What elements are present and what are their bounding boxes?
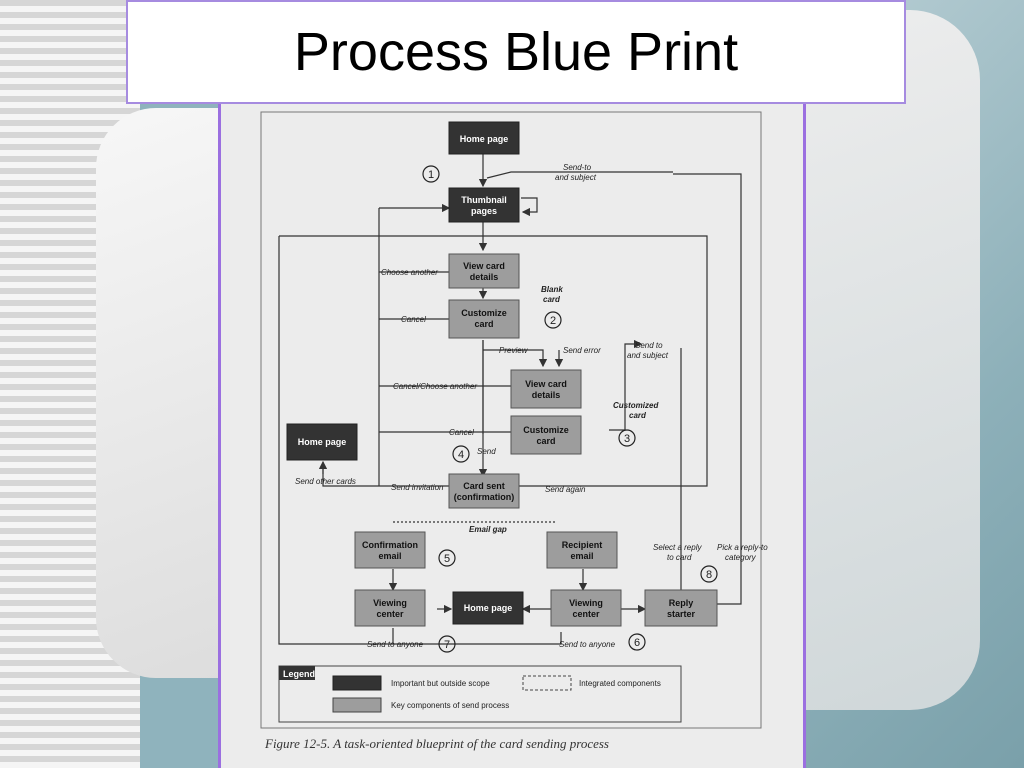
box-customize-card: Customize card <box>448 299 520 339</box>
step-number-3: 3 <box>618 429 636 447</box>
svg-text:1: 1 <box>428 169 434 181</box>
label-send-error: Send error <box>563 346 601 355</box>
step-number-8: 8 <box>700 565 718 583</box>
box-viewing-center-right: Viewing center <box>550 589 622 627</box>
label-customized-card: card <box>629 411 647 420</box>
figure-caption: Figure 12-5. A task-oriented blueprint o… <box>265 736 609 751</box>
slide-title: Process Blue Print <box>293 22 739 82</box>
svg-text:View card: View card <box>463 261 505 271</box>
svg-text:Home page: Home page <box>464 603 513 613</box>
label-send-to: Send-to <box>563 163 592 172</box>
box-confirmation-email: Confirmation email <box>354 531 426 569</box>
diagram-labels: Send-to and subject Choose another Blank… <box>295 163 768 649</box>
box-customize-card-2: Customize card <box>510 415 582 455</box>
label-send: Send <box>477 447 496 456</box>
label-and-subject-2: and subject <box>627 351 669 360</box>
legend-outside-scope: Important but outside scope <box>391 679 490 688</box>
step-number-1: 1 <box>422 165 440 183</box>
svg-text:Card sent: Card sent <box>463 481 505 491</box>
legend-integrated: Integrated components <box>579 679 661 688</box>
svg-text:starter: starter <box>667 609 696 619</box>
svg-text:(confirmation): (confirmation) <box>454 492 515 502</box>
svg-text:details: details <box>532 390 561 400</box>
svg-text:Home page: Home page <box>298 437 347 447</box>
svg-text:Customize: Customize <box>461 308 507 318</box>
svg-text:Confirmation: Confirmation <box>362 540 418 550</box>
step-number-6: 6 <box>628 633 646 651</box>
legend-dark-swatch <box>332 675 382 691</box>
label-blank-card-2: card <box>543 295 561 304</box>
label-cancel-2: Cancel <box>449 428 474 437</box>
box-home-page-left: Home page <box>286 423 358 461</box>
label-cancel: Cancel <box>401 315 426 324</box>
legend-dashed-swatch <box>522 675 572 691</box>
svg-text:Viewing: Viewing <box>373 598 407 608</box>
svg-text:View card: View card <box>525 379 567 389</box>
svg-text:pages: pages <box>471 206 497 216</box>
svg-text:6: 6 <box>634 637 640 649</box>
figure-frame <box>260 111 762 729</box>
svg-text:Thumbnail: Thumbnail <box>461 195 507 205</box>
label-send-anyone-1: Send to anyone <box>367 640 424 649</box>
svg-text:email: email <box>378 551 401 561</box>
label-select-reply: Select a reply <box>653 543 702 552</box>
blueprint-figure: Home page Thumbnail pages View card deta… <box>218 104 806 768</box>
blueprint-diagram: Home page Thumbnail pages View card deta… <box>260 111 768 729</box>
svg-text:8: 8 <box>706 569 712 581</box>
svg-text:7: 7 <box>444 639 450 651</box>
label-customized: Customized <box>613 401 659 410</box>
svg-text:email: email <box>570 551 593 561</box>
label-choose-another: Choose another <box>381 268 438 277</box>
svg-text:5: 5 <box>444 553 450 565</box>
box-home-page-top: Home page <box>448 121 520 155</box>
svg-text:3: 3 <box>624 433 630 445</box>
label-to-card: to card <box>667 553 692 562</box>
label-send-again: Send again <box>545 485 586 494</box>
legend-light-swatch <box>332 697 382 713</box>
step-number-5: 5 <box>438 549 456 567</box>
label-pick-reply: Pick a reply-to <box>717 543 768 552</box>
svg-text:2: 2 <box>550 315 556 327</box>
svg-text:card: card <box>536 436 555 446</box>
svg-text:Recipient: Recipient <box>562 540 603 550</box>
svg-text:details: details <box>470 272 499 282</box>
box-view-card-details: View card details <box>448 253 520 289</box>
svg-text:center: center <box>572 609 600 619</box>
svg-text:Home page: Home page <box>460 134 509 144</box>
box-reply-starter: Reply starter <box>644 589 718 627</box>
label-send-to-subject: and subject <box>555 173 597 182</box>
legend-key-components: Key components of send process <box>391 701 509 710</box>
label-preview: Preview <box>499 346 529 355</box>
legend-title: Legend <box>283 669 315 679</box>
svg-text:Reply: Reply <box>669 598 694 608</box>
connectors <box>278 154 742 645</box>
legend: Legend Important but outside scope Key c… <box>278 665 682 723</box>
label-send-to-2: Send to <box>635 341 663 350</box>
svg-text:Customize: Customize <box>523 425 569 435</box>
label-send-anyone-2: Send to anyone <box>559 640 616 649</box>
step-number-7: 7 <box>438 635 456 653</box>
svg-text:Viewing: Viewing <box>569 598 603 608</box>
svg-text:4: 4 <box>458 449 464 461</box>
box-recipient-email: Recipient email <box>546 531 618 569</box>
label-category: category <box>725 553 757 562</box>
label-send-other: Send other cards <box>295 477 356 486</box>
box-view-card-details-2: View card details <box>510 369 582 409</box>
step-number-4: 4 <box>452 445 470 463</box>
svg-text:center: center <box>376 609 404 619</box>
label-send-invitation: Send invitation <box>391 483 444 492</box>
svg-text:card: card <box>474 319 493 329</box>
label-cancel-choose: Cancel/Choose another <box>393 382 477 391</box>
slide-title-box: Process Blue Print <box>126 0 906 104</box>
box-card-sent: Card sent (confirmation) <box>448 473 520 509</box>
step-number-2: 2 <box>544 311 562 329</box>
label-blank-card: Blank <box>541 285 563 294</box>
label-email-gap: Email gap <box>469 525 507 534</box>
box-home-page-bottom: Home page <box>452 591 524 625</box>
box-thumbnail-pages: Thumbnail pages <box>448 187 520 223</box>
box-viewing-center-left: Viewing center <box>354 589 426 627</box>
